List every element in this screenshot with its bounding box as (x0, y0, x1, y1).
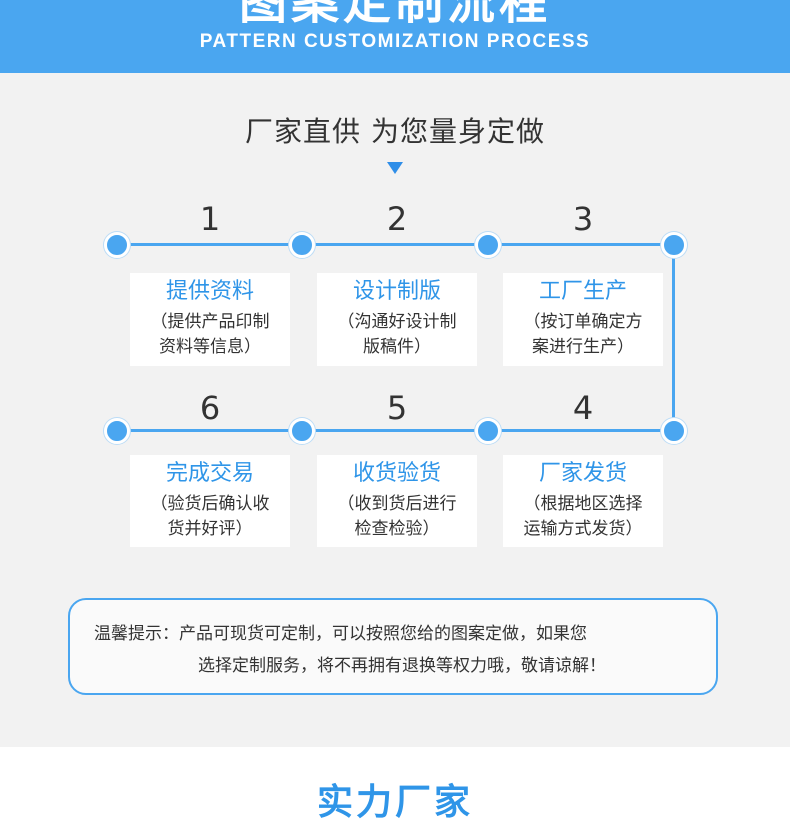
header-banner: 图案定制流程 PATTERN CUSTOMIZATION PROCESS (0, 0, 790, 73)
notice-text-line: 选择定制服务，将不再拥有退换等权力哦，敬请谅解！ (198, 656, 606, 676)
notice-box: 温馨提示：产品可现货可定制，可以按照您给的图案定做，如果您 选择定制服务，将不再… (68, 598, 718, 695)
step-number: 5 (386, 389, 408, 427)
step-title: 提供资料 (165, 279, 254, 304)
header-title: 图案定制流程 (238, 0, 551, 30)
header-subtitle: PATTERN CUSTOMIZATION PROCESS (199, 31, 591, 52)
connector-line-top (117, 243, 674, 246)
step-desc-line: （收到货后进行 (337, 494, 457, 514)
timeline-node (475, 418, 501, 444)
timeline-node (661, 232, 687, 258)
step-title: 设计制版 (352, 279, 441, 304)
step-desc-line: 资料等信息） (159, 337, 261, 357)
section-title: 实力厂家 (316, 782, 473, 823)
step-desc-line: 货并好评） (167, 519, 253, 539)
connector-line-right (672, 245, 675, 431)
step-desc-line: 运输方式发货） (523, 519, 643, 539)
step-desc-line: （验货后确认收 (150, 494, 270, 514)
step-card: 工厂生产 （按订单确定方 案进行生产） (503, 273, 663, 366)
step-desc-line: 案进行生产） (532, 337, 634, 357)
timeline-node (104, 418, 130, 444)
step-card: 设计制版 （沟通好设计制 版稿件） (317, 273, 477, 366)
step-title: 完成交易 (165, 461, 254, 486)
step-number: 6 (199, 389, 221, 427)
step-title: 厂家发货 (538, 461, 627, 486)
step-desc-line: （提供产品印制 (150, 312, 270, 332)
connector-line-bottom (117, 429, 674, 432)
timeline-node (289, 418, 315, 444)
timeline-node (104, 232, 130, 258)
timeline-node (475, 232, 501, 258)
tagline: 厂家直供 为您量身定做 (245, 115, 545, 148)
step-desc-line: 检查检验） (354, 519, 440, 539)
step-desc-line: （根据地区选择 (523, 494, 643, 514)
step-number: 4 (572, 389, 594, 427)
step-desc-line: 版稿件） (363, 337, 431, 357)
step-desc-line: （沟通好设计制 (337, 312, 457, 332)
step-number: 2 (386, 200, 408, 238)
step-number: 1 (199, 200, 221, 238)
step-title: 工厂生产 (538, 279, 627, 304)
triangle-down-icon (387, 162, 403, 174)
step-card: 完成交易 （验货后确认收 货并好评） (130, 455, 290, 547)
timeline-node (289, 232, 315, 258)
step-card: 提供资料 （提供产品印制 资料等信息） (130, 273, 290, 366)
step-card: 厂家发货 （根据地区选择 运输方式发货） (503, 455, 663, 547)
timeline-node (661, 418, 687, 444)
step-title: 收货验货 (352, 461, 441, 486)
step-desc-line: （按订单确定方 (523, 312, 643, 332)
notice-text-line: 温馨提示：产品可现货可定制，可以按照您给的图案定做，如果您 (94, 624, 587, 644)
step-number: 3 (572, 200, 594, 238)
step-card: 收货验货 （收到货后进行 检查检验） (317, 455, 477, 547)
